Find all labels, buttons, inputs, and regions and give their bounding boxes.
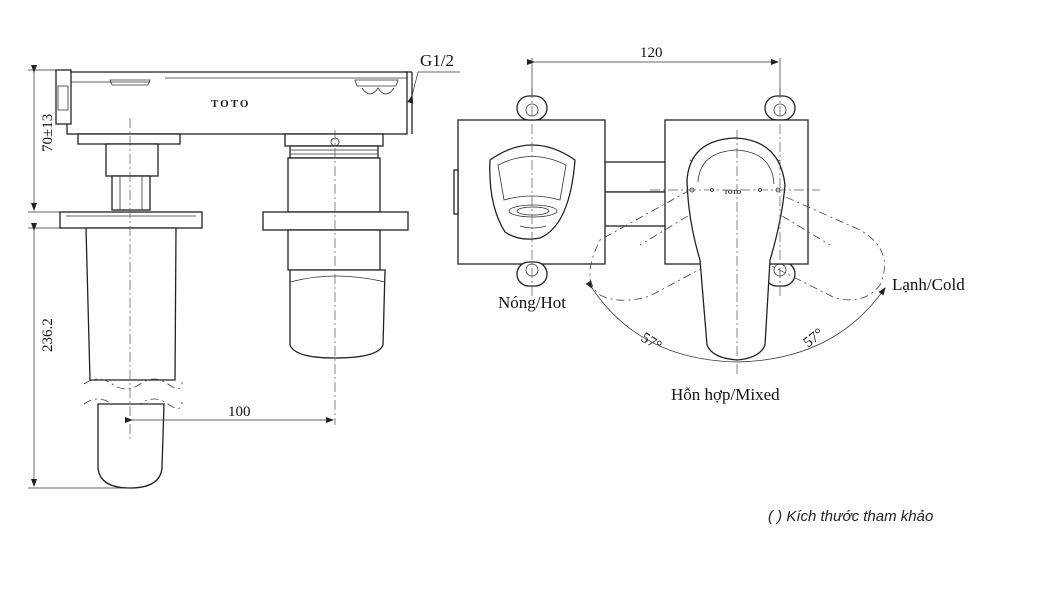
reference-note: ( ) Kích thước tham khảo [768,508,934,525]
handle-mixed [686,137,786,361]
dim-centers: 120 [640,45,663,61]
spout-outlet [489,144,576,240]
left-end-cap [55,69,72,125]
handle-side [289,269,386,359]
dim-top-height: 70±13 [40,114,56,152]
label-hot: Nóng/Hot [498,293,566,312]
angle-left: 57° [638,330,664,355]
mounting-flange [59,211,203,229]
label-mixed: Hỗn hợp/Mixed [671,385,780,404]
side-view: TOTO G1/2 [28,51,460,489]
angle-right: 57° [801,326,827,352]
label-cold: Lạnh/Cold [892,275,965,294]
spout-upper [85,227,177,381]
brand-side: TOTO [211,98,250,110]
brand-front: TOTO [724,190,741,196]
front-view: TOTO 57° 57° 120 Nóng/Hot Lạnh/Cold Hỗn … [453,45,965,404]
spout-tip [97,403,165,489]
thread-label: G1/2 [420,51,454,70]
dim-offset: 100 [228,404,251,420]
dim-spout-length: 236.2 [40,318,56,352]
